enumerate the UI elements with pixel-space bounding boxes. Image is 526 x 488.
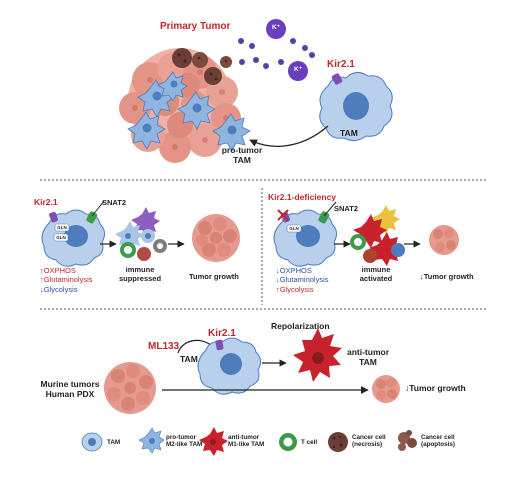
immune-suppressed-line-2: suppressed xyxy=(118,273,162,283)
legend-apoptosis-line-2: (apoptosis) xyxy=(421,441,455,449)
m2-tam-nuclei xyxy=(142,80,237,135)
glutaminolysis-up: ↑Glutaminolysis xyxy=(40,275,93,285)
tumor-growth-left-label: Tumor growth xyxy=(189,272,239,281)
potassium-ions xyxy=(238,19,315,81)
legend-icon-tcell xyxy=(279,433,297,451)
legend-m1-label: anti-tumor M1-like TAM xyxy=(228,434,264,448)
potassium-ion-label-2: K⁺ xyxy=(293,66,303,73)
tam-cell-left xyxy=(41,209,106,267)
kir21-label-panel3: Kir2.1 xyxy=(208,328,236,339)
glycolysis-down: ↓Glycolysis xyxy=(40,284,78,294)
kir21-deficient-channel xyxy=(277,209,290,223)
legend-apoptosis-line-1: Cancer cell xyxy=(421,434,455,441)
metabolism-right: ↓OXPHOS ↓Glutaminolysis ↑Glycolysis xyxy=(276,266,329,294)
legend-icon-necrosis xyxy=(328,432,348,452)
kir21-label-panel1: Kir2.1 xyxy=(327,59,355,70)
legend-icon-tam xyxy=(81,432,103,452)
tumor-growth-panel3-label: ↓Tumor growth xyxy=(405,383,466,393)
kir21-deficiency-label: Kir2.1-deficiency xyxy=(268,192,337,202)
tam-cell-panel3 xyxy=(197,337,262,395)
primary-tumor-label: Primary Tumor xyxy=(160,21,231,32)
immune-activated-label: immune activated xyxy=(348,265,404,283)
tam-cell-right xyxy=(273,209,338,267)
tam-label-panel1: TAM xyxy=(340,128,358,138)
metabolism-left: ↑OXPHOS ↑Glutaminolysis ↓Glycolysis xyxy=(40,266,93,294)
legend-m2-line-1: pro-tumor xyxy=(166,434,197,441)
ml133-label: ML133 xyxy=(148,341,180,352)
tumor-shrink-right xyxy=(429,225,459,255)
legend-necrosis-line-2: (necrosis) xyxy=(352,441,383,449)
gln-label-left-2: GLN xyxy=(56,235,66,240)
legend-m2-line-2: M2-like TAM xyxy=(166,441,203,449)
legend-tcell-label: T cell xyxy=(301,439,318,446)
legend-icon-apoptosis xyxy=(398,430,417,451)
necrotic-cancer-cells xyxy=(172,48,232,85)
kir21-label-left: Kir2.1 xyxy=(34,197,58,207)
glycolysis-up: ↑Glycolysis xyxy=(276,284,314,294)
legend-apoptosis-label: Cancer cell (apoptosis) xyxy=(421,434,455,448)
snat2-transporter-left xyxy=(86,211,98,224)
murine-line-2: Human PDX xyxy=(45,388,95,399)
snat2-label-left: SNAT2 xyxy=(102,198,127,207)
repolarization-arrow-panel1 xyxy=(249,125,329,147)
anti-tumor-line-1: anti-tumor xyxy=(346,347,390,357)
legend-necrosis-line-1: Cancer cell xyxy=(352,434,386,441)
potassium-ion-label-1: K⁺ xyxy=(271,24,281,31)
murine-line-1: Murine tumors xyxy=(40,379,100,389)
gln-label-left-1: GLN xyxy=(57,225,67,230)
anti-tumor-line-2: TAM xyxy=(359,356,377,367)
tam-cell-panel1 xyxy=(319,72,393,142)
immune-activated-line-2: activated xyxy=(359,273,393,283)
tumor-shrink-panel3 xyxy=(372,375,400,403)
repolarization-label: Repolarization xyxy=(271,321,330,331)
tumor-growth-right-label: ↓Tumor growth xyxy=(420,272,474,281)
anti-tumor-tam-label: anti-tumor TAM xyxy=(338,347,398,368)
immune-suppressed-cluster xyxy=(115,207,167,261)
legend-icon-m2 xyxy=(138,427,165,454)
legend-m1-line-2: M1-like TAM xyxy=(228,441,265,449)
legend-necrosis-label: Cancer cell (necrosis) xyxy=(352,434,386,448)
pro-tumor-line-2: TAM xyxy=(233,154,251,165)
pro-tumor-line-1: pro-tumor xyxy=(221,145,263,155)
anti-tumor-tam-panel3 xyxy=(293,328,342,382)
kir21-channel-panel1 xyxy=(331,73,343,85)
gln-label-right: GLN xyxy=(289,226,299,231)
tumor-growth-left xyxy=(192,214,240,262)
legend-m1-line-1: anti-tumor xyxy=(228,434,260,441)
ml133-inhibition-arrow xyxy=(177,339,216,354)
snat2-pointer-left xyxy=(91,200,105,217)
snat2-label-right: SNAT2 xyxy=(334,204,359,213)
kir21-channel-panel3 xyxy=(215,339,224,351)
murine-tumor xyxy=(104,362,156,414)
glutaminolysis-down: ↓Glutaminolysis xyxy=(276,275,329,285)
immune-activated-cluster xyxy=(350,205,405,266)
kir21-channel-left xyxy=(49,211,58,223)
immune-activated-line-1: immune xyxy=(361,265,391,274)
immune-suppressed-label: immune suppressed xyxy=(112,265,168,283)
legend-m2-label: pro-tumor M2-like TAM xyxy=(166,434,202,448)
tam-label-panel3: TAM xyxy=(180,354,198,364)
immune-suppressed-line-1: immune xyxy=(125,265,155,274)
oxphos-down: ↓OXPHOS xyxy=(276,266,312,275)
legend-icon-m1 xyxy=(199,427,228,456)
oxphos-up: ↑OXPHOS xyxy=(40,266,76,275)
legend-tam-label: TAM xyxy=(107,439,121,446)
snat2-transporter-right xyxy=(318,211,330,224)
murine-tumors-label: Murine tumors Human PDX xyxy=(36,379,104,400)
snat2-pointer-right xyxy=(323,201,337,217)
pro-tumor-tam-label: pro-tumor TAM xyxy=(212,145,272,166)
